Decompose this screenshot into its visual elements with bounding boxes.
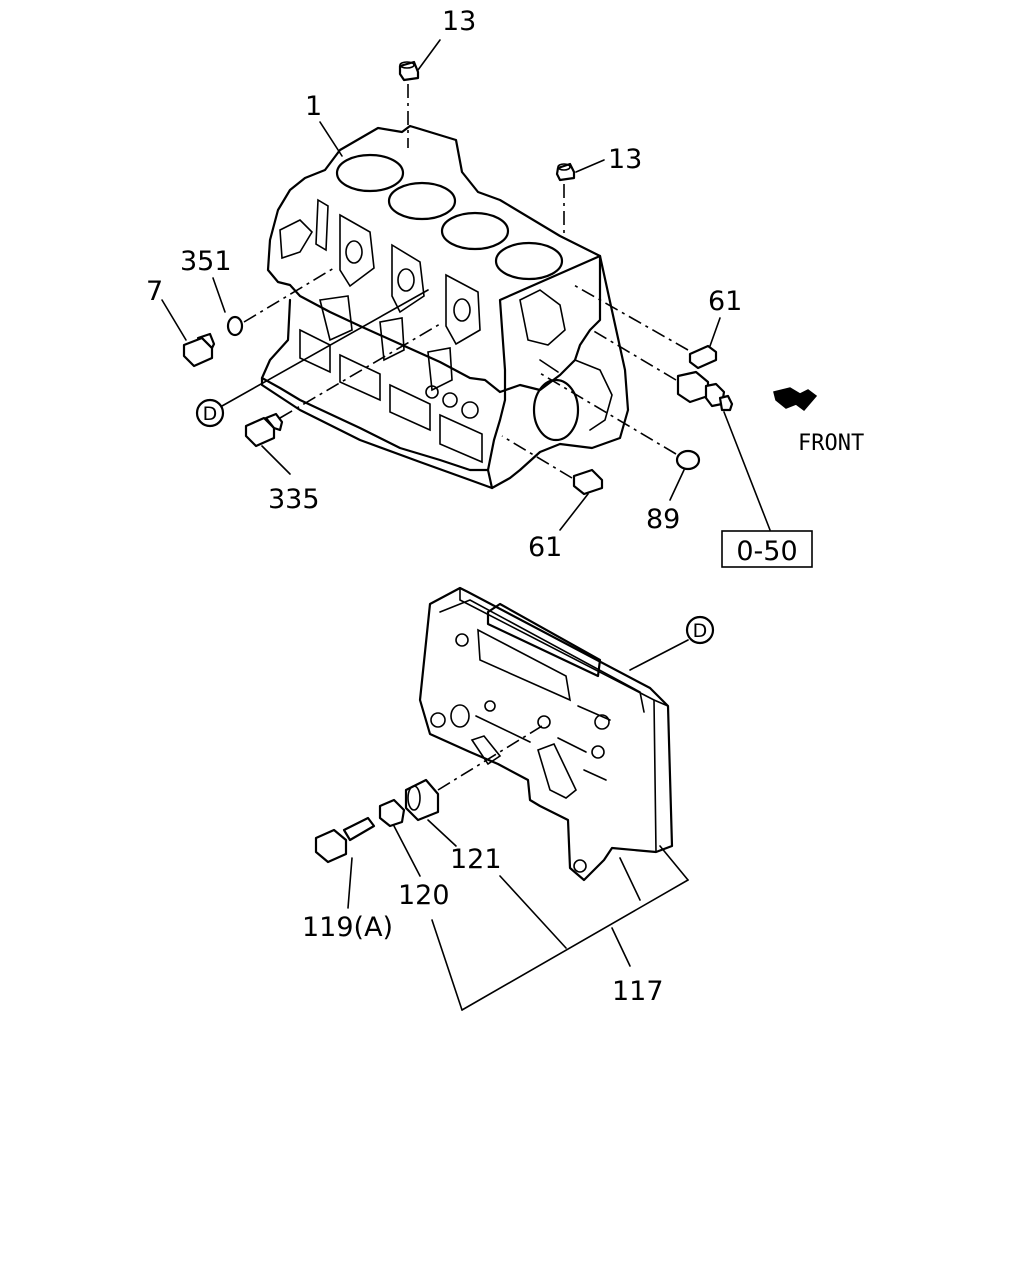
dash-line-sensor: [591, 329, 677, 381]
dowel-61-lower: [572, 468, 604, 496]
leader-13b: [575, 159, 605, 173]
sleeve-121: [404, 778, 440, 822]
svg-text:0-50: 0-50: [736, 536, 797, 567]
leader-d-upper: [221, 289, 429, 407]
front-arrow-icon: [773, 387, 818, 412]
pressure-sensor-fitting: [676, 370, 734, 412]
leader-117-bracket: [431, 845, 689, 1011]
leader-335: [261, 445, 291, 475]
front-label: FRONT: [798, 431, 864, 456]
plug-335: [244, 412, 284, 448]
leader-351: [212, 277, 226, 313]
leader-61a: [709, 317, 721, 347]
leader-89: [669, 469, 685, 501]
part-label-119: 119(A): [302, 912, 393, 943]
part-label-89: 89: [646, 504, 680, 535]
part-label-61b: 61: [528, 532, 562, 563]
part-label-13b: 13: [608, 144, 642, 175]
part-label-61a: 61: [708, 286, 742, 317]
dash-line-121: [437, 725, 543, 791]
part-label-120: 120: [398, 880, 450, 911]
dash-line-335: [279, 323, 441, 419]
ref-circle-d-lower: D: [685, 615, 715, 645]
dash-line-61b: [501, 435, 573, 479]
part-label-335: 335: [268, 484, 320, 515]
leader-7: [161, 299, 187, 341]
part-label-13a: 13: [442, 6, 476, 37]
plug-13-top: [398, 60, 420, 82]
cylinder-block: [260, 124, 630, 490]
bushing-120: [378, 798, 406, 828]
section-ref-box: 0-50: [721, 530, 813, 568]
plug-13-right: [555, 162, 576, 182]
leader-1: [319, 121, 343, 157]
part-label-1: 1: [305, 91, 322, 122]
svg-text:D: D: [693, 620, 708, 642]
leader-119: [347, 857, 353, 909]
lower-crankcase-plate: [418, 586, 674, 882]
part-label-117: 117: [612, 976, 664, 1007]
ref-circle-d-upper: D: [195, 398, 225, 428]
part-label-121: 121: [450, 844, 502, 875]
washer-351: [226, 315, 244, 337]
bolt-119: [314, 816, 376, 864]
part-label-7: 7: [146, 276, 163, 307]
leader-d-lower: [629, 639, 689, 671]
leader-0-50: [723, 411, 771, 531]
leader-120: [393, 825, 421, 877]
dowel-61-right: [688, 344, 718, 370]
leader-121: [427, 819, 457, 847]
leader-61b: [559, 493, 589, 531]
svg-text:D: D: [203, 403, 218, 425]
plug-89: [675, 449, 701, 471]
part-label-351: 351: [180, 246, 232, 277]
dash-line-61a: [571, 283, 689, 351]
leader-13a: [417, 39, 441, 71]
dash-line-351: [243, 267, 335, 323]
drain-plug-7: [182, 332, 216, 368]
